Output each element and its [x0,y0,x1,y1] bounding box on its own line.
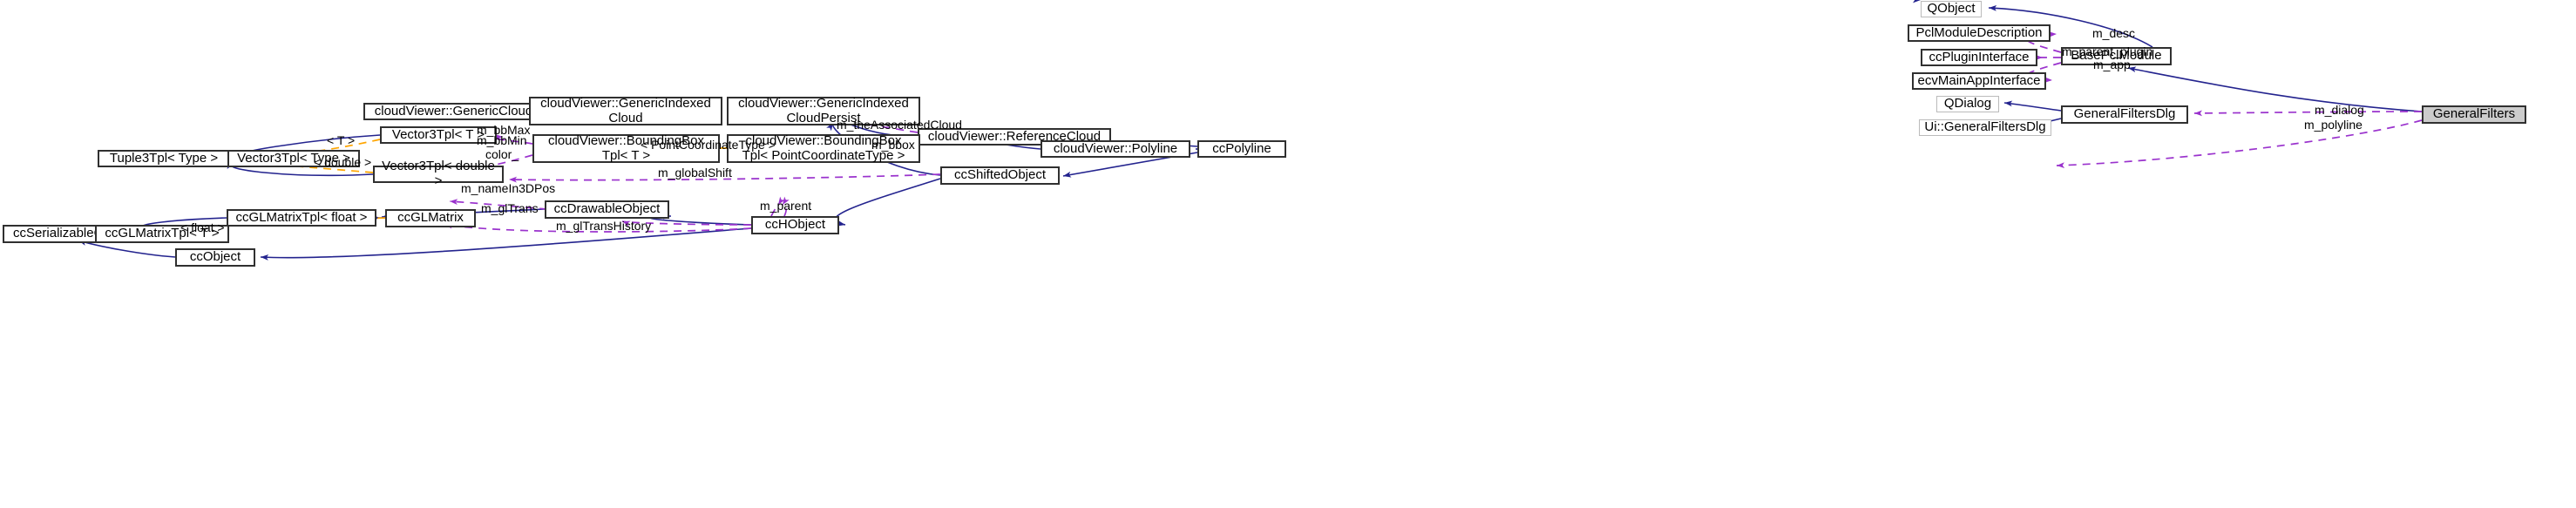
class-node-cchobject[interactable]: ccHObject [751,216,839,234]
edge-label-m_bbox: m_bbox [871,138,915,152]
edge-label-tmpl_double: < double > [314,155,372,169]
class-node-tuple3tpl_type[interactable]: Tuple3Tpl< Type > [98,150,230,167]
class-node-ecvmainappinterface[interactable]: ecvMainAppInterface [1912,72,2046,90]
class-node-generalfiltersdlg[interactable]: GeneralFiltersDlg [2061,105,2188,124]
edge-label-m_bbMin: m_bbMin [477,133,527,147]
edge-label-m_parent: m_parent [760,199,812,213]
edge-label-m_dialog: m_dialog [2315,103,2364,117]
class-node-basepclmodule[interactable]: BasePclModule [2061,47,2172,65]
class-node-generalfilters[interactable]: GeneralFilters [2422,105,2526,124]
class-node-ccglmatrixtpl_float[interactable]: ccGLMatrixTpl< float > [227,209,376,227]
class-node-genericcloud[interactable]: cloudViewer::GenericCloud [363,103,544,120]
class-node-genericindexedpers[interactable]: cloudViewer::GenericIndexed CloudPersist [727,96,920,125]
class-node-ccplugininterface[interactable]: ccPluginInterface [1921,49,2037,66]
edge-label-m_app: m_app [2093,58,2131,71]
class-node-qdialog[interactable]: QDialog [1936,96,1999,112]
class-node-ccglmatrixtpl_t[interactable]: ccGLMatrixTpl< T > [95,225,229,243]
edge-label-m_parent_plugin: m_parent_plugin [2062,44,2153,58]
class-node-vector3tpl_t[interactable]: Vector3Tpl< T > [380,126,497,144]
edge-label-color_: color_ [485,147,519,161]
edge-label-m_globalShift: m_globalShift [658,166,732,179]
class-node-ccdrawableobject[interactable]: ccDrawableObject [545,200,669,219]
class-node-genericindexedcloud[interactable]: cloudViewer::GenericIndexed Cloud [529,96,722,125]
edge-label-m_glTrans: m_glTrans [481,201,539,215]
edge-label-m_bbMax: m_bbMax [477,123,531,137]
class-node-qobject[interactable]: QObject [1921,1,1982,17]
edge-label-m_nameIn3DPos: m_nameIn3DPos [461,181,556,195]
edge-label-m_polyline: m_polyline [2304,118,2362,132]
class-node-ccglmatrix[interactable]: ccGLMatrix [385,209,476,227]
class-node-vector3tpl_double[interactable]: Vector3Tpl< double > [373,159,504,188]
class-node-boundingboxtpl_t[interactable]: cloudViewer::BoundingBox Tpl< T > [532,133,720,163]
class-node-ccshiftedobject[interactable]: ccShiftedObject [940,166,1060,185]
class-node-polyline[interactable]: cloudViewer::Polyline [1041,140,1190,158]
class-node-ccobject[interactable]: ccObject [175,248,255,267]
class-node-pclmoduledesc[interactable]: PclModuleDescription [1908,24,2051,42]
edge-label-m_theAssociatedCloud: m_theAssociatedCloud [837,118,962,132]
class-node-uigeneralfiltersdlg[interactable]: Ui::GeneralFiltersDlg [1919,119,2051,136]
edge-label-tmpl_T: < T > [327,133,356,147]
class-node-boundingboxtpl_pct[interactable]: cloudViewer::BoundingBox Tpl< PointCoord… [727,133,920,163]
edge-label-m_glTransHistory: m_glTransHistory [556,219,652,233]
class-node-ccpolyline[interactable]: ccPolyline [1197,140,1286,158]
edge-label-pointcoordinatetype: < PointCoordinateType > [641,138,776,152]
edge-label-tmpl_float: < float > [180,220,225,234]
edge-label-m_desc: m_desc [2092,26,2136,40]
class-node-vector3tpl_type[interactable]: Vector3Tpl< Type > [227,150,360,167]
